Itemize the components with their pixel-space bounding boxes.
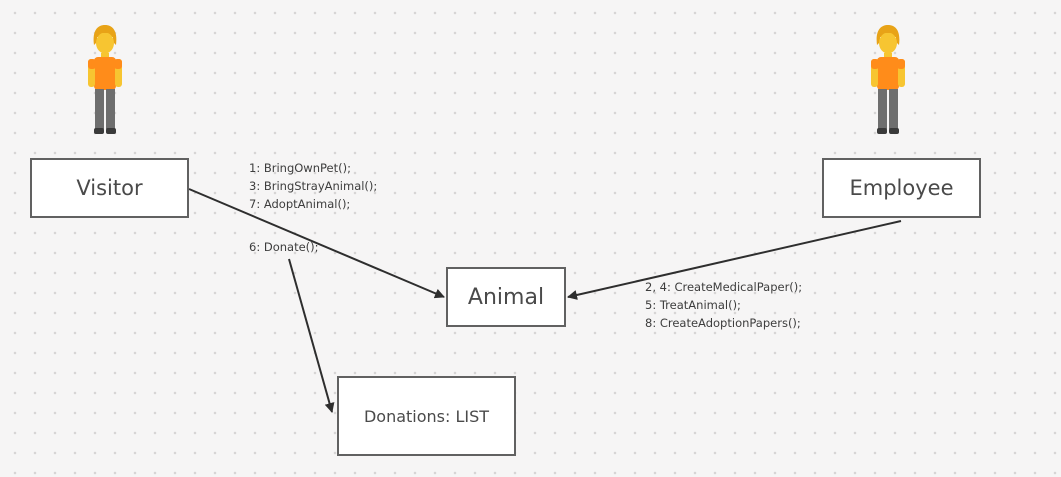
message-bring-own-pet: 1: BringOwnPet(); — [249, 161, 351, 175]
message-donate: 6: Donate(); — [249, 240, 319, 254]
visitor-donations-messages: 6: Donate(); — [249, 238, 319, 256]
arrow-employee-to-animal[interactable] — [567, 220, 902, 300]
employee-animal-messages: 2, 4: CreateMedicalPaper(); 5: TreatAnim… — [645, 278, 802, 332]
person-standing-icon — [871, 25, 905, 134]
employee-box[interactable]: Employee — [822, 158, 981, 218]
animal-box[interactable]: Animal — [446, 267, 566, 327]
person-standing-icon — [88, 25, 122, 134]
message-adopt-animal: 7: AdoptAnimal(); — [249, 197, 351, 211]
visitor-label: Visitor — [76, 176, 143, 200]
employee-label: Employee — [849, 176, 954, 200]
message-create-medical-paper: 2, 4: CreateMedicalPaper(); — [645, 280, 803, 294]
arrow-visitor-to-animal[interactable] — [188, 188, 445, 299]
arrow-visitor-to-donations[interactable] — [288, 258, 335, 413]
visitor-animal-messages: 1: BringOwnPet(); 3: BringStrayAnimal();… — [249, 159, 377, 213]
message-create-adoption-papers: 8: CreateAdoptionPapers(); — [645, 316, 801, 330]
donations-label: Donations: LIST — [363, 406, 490, 426]
animal-label: Animal — [467, 284, 545, 310]
donations-box[interactable]: Donations: LIST — [337, 376, 516, 456]
visitor-box[interactable]: Visitor — [30, 158, 189, 218]
message-treat-animal: 5: TreatAnimal(); — [645, 298, 741, 312]
message-bring-stray-animal: 3: BringStrayAnimal(); — [249, 179, 378, 193]
